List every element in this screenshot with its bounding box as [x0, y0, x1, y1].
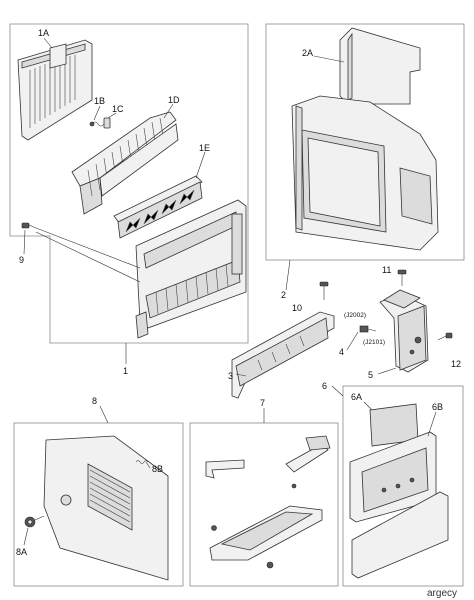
- label-1c: 1C: [112, 104, 124, 114]
- callout-labels: 1A 1B 1C 1D 1E 9 1 2A 2 10 11 (J2002) (J…: [16, 28, 461, 557]
- label-3: 3: [228, 371, 233, 381]
- label-10: 10: [292, 303, 302, 313]
- label-1b: 1B: [94, 96, 105, 106]
- label-1d: 1D: [168, 95, 180, 105]
- label-2a: 2A: [302, 48, 313, 58]
- part-8a-knob: [24, 515, 45, 528]
- label-j2002: (J2002): [344, 312, 366, 319]
- part-4-connector: [359, 325, 377, 333]
- part-8b-spring: [135, 460, 149, 464]
- label-1e: 1E: [199, 143, 210, 153]
- part-9-screw: [21, 222, 141, 283]
- leader-lines: [23, 37, 437, 546]
- label-8: 8: [92, 396, 97, 406]
- group-2-box: [265, 23, 465, 261]
- part-11-screw: [397, 269, 407, 286]
- part-8-side-panel: [43, 435, 169, 581]
- part-7-mechanism-parts: [205, 435, 331, 569]
- label-1a: 1A: [38, 28, 49, 38]
- label-6: 6: [322, 381, 327, 391]
- part-6b-tray-frame: [349, 431, 437, 523]
- label-9: 9: [19, 255, 24, 265]
- label-2: 2: [281, 290, 286, 300]
- label-11: 11: [382, 265, 391, 275]
- watermark: argecy: [427, 588, 457, 599]
- part-5-control-bracket: [379, 289, 429, 373]
- label-j2101: (J2101): [363, 339, 385, 346]
- group-8-box: [13, 422, 184, 587]
- part-12-screw: [437, 332, 453, 341]
- part-1-main-frame: [135, 199, 247, 339]
- part-2a-panel: [339, 27, 421, 105]
- part-3-side-rail: [231, 311, 335, 399]
- label-5: 5: [368, 370, 373, 380]
- label-4: 4: [339, 347, 344, 357]
- label-1: 1: [123, 366, 128, 376]
- part-1d-roller-guide: [71, 111, 179, 215]
- label-8b: 8B: [152, 464, 163, 474]
- part-1a-rear-door: [17, 39, 93, 141]
- part-10-screw: [319, 281, 329, 300]
- label-8a: 8A: [16, 547, 27, 557]
- group-6-box: [342, 385, 464, 587]
- part-6-tray-cover: [351, 491, 449, 579]
- part-1e-guide-ribs: [113, 175, 203, 239]
- part-1c-pin: [103, 117, 111, 129]
- label-12: 12: [451, 359, 461, 369]
- label-6a: 6A: [351, 392, 362, 402]
- label-7: 7: [260, 398, 265, 408]
- group-1-box: [9, 23, 249, 344]
- label-6b: 6B: [432, 402, 443, 412]
- part-2-side-cover: [291, 95, 439, 251]
